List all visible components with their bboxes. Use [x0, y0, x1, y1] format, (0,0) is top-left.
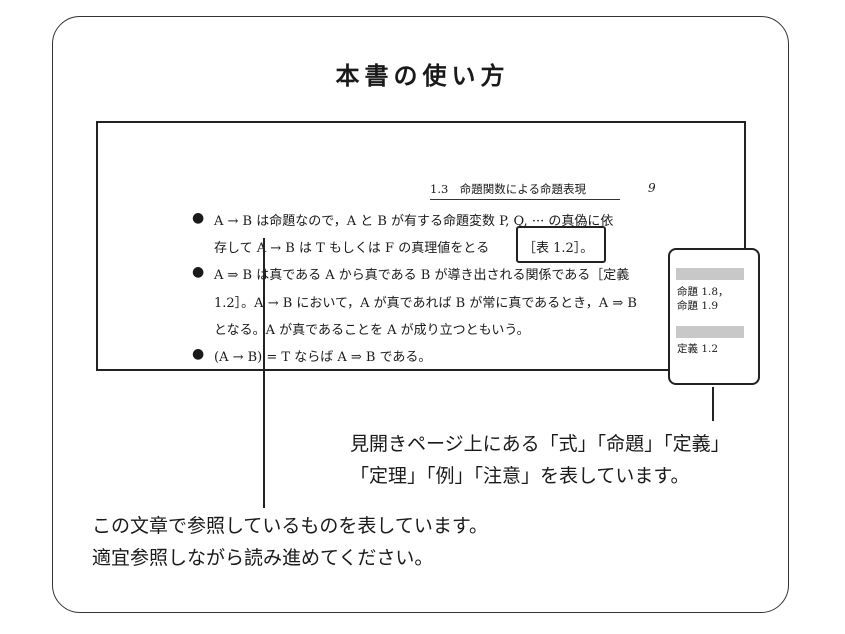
- body-line: となる。A が真であることを A が成り立つともいう。: [214, 323, 530, 338]
- body-line: 存して A → B は T もしくは F の真理値をとる: [214, 241, 490, 256]
- caption-reference-line: 適宜参照しながら読み進めてください。: [92, 547, 434, 569]
- running-header: 1.3 命題関数による命題表現: [430, 181, 620, 200]
- margin-note: 命題 1.8，: [677, 286, 729, 298]
- bullet: ●: [192, 264, 205, 280]
- bullet: ●: [192, 210, 205, 226]
- margin-gray-bar: [676, 268, 744, 280]
- margin-pointer-line: [712, 387, 714, 421]
- sample-page: [96, 121, 746, 371]
- page-title: 本書の使い方: [335, 62, 510, 90]
- outer-frame: [52, 16, 789, 613]
- caption-margin-line: 見開きページ上にある「式」「命題」「定義」: [350, 433, 730, 455]
- margin-note: 命題 1.9: [677, 300, 719, 312]
- body-line: A → B は命題なので，A と B が有する命題変数 P, Q, ··· の真…: [214, 214, 614, 229]
- body-line: (A → B) = T ならば A ⇒ B である。: [214, 350, 432, 365]
- caption-margin-line: 「定理」「例」「注意」を表しています。: [350, 465, 690, 487]
- margin-note: 定義 1.2: [677, 343, 719, 355]
- body-line: A ⇒ B は真である A から真である B が導き出される関係である［定義: [214, 268, 630, 283]
- body-line: 1.2］。A → B において，A が真であれば B が常に真であるとき，A ⇒…: [214, 296, 637, 311]
- page-number: 9: [648, 181, 656, 195]
- reference-pointer-line: [263, 238, 265, 508]
- caption-reference-line: この文章で参照しているものを表しています。: [92, 515, 488, 537]
- reference-highlight-box: [516, 226, 606, 263]
- margin-gray-bar: [676, 326, 744, 338]
- table-reference: ［表 1.2］。: [523, 241, 594, 256]
- bullet: ●: [192, 346, 205, 362]
